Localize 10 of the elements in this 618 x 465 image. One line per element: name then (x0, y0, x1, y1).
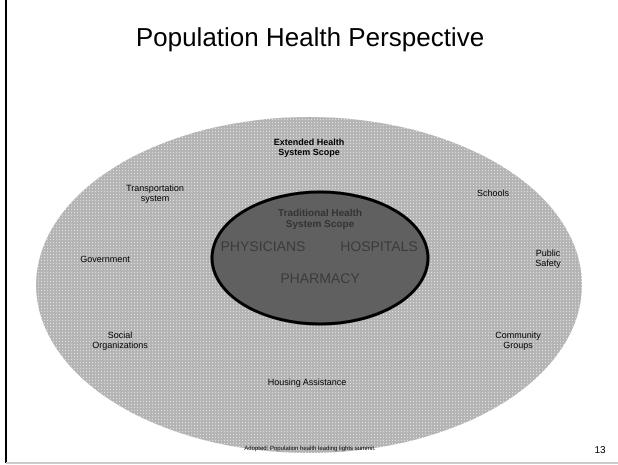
scope-heading: Extended Health System Scope (272, 137, 346, 157)
sector-label: Social Organizations (91, 330, 149, 350)
page-number: 13 (593, 445, 607, 456)
sector-label: Government (79, 254, 131, 264)
sector-label: Transportation system (125, 183, 185, 203)
slide-title: Population Health Perspective (134, 22, 486, 53)
sector-label: Community Groups (494, 330, 542, 350)
sector-label: Housing Assistance (267, 377, 347, 387)
sector-label: Schools (476, 188, 510, 198)
sector-label: Public Safety (534, 248, 562, 268)
